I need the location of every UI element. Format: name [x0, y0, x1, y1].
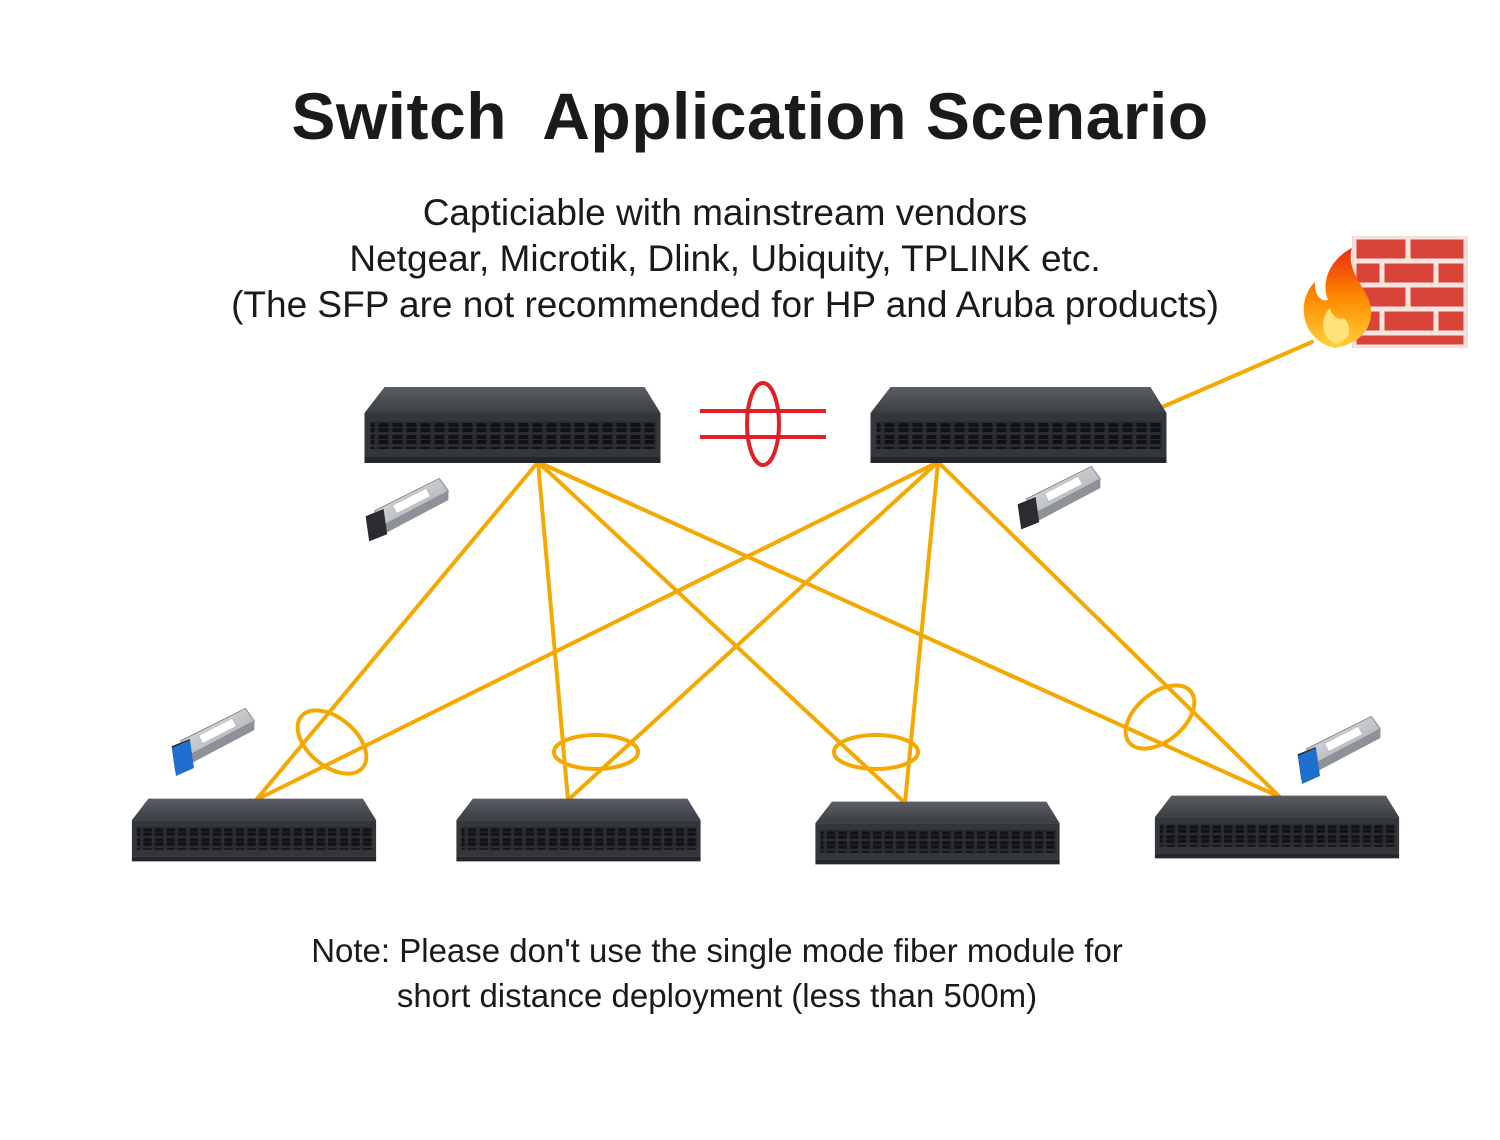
page-title: Switch Application Scenario [291, 79, 1209, 153]
subtitle-line-1: Capticiable with mainstream vendors [422, 192, 1028, 233]
firewall-icon [1303, 236, 1468, 348]
access-switch-3 [815, 801, 1060, 865]
link-core2-access4 [936, 460, 1282, 799]
lag-ring-access4 [1123, 683, 1197, 751]
link-core2-access1 [254, 460, 940, 802]
link-core2-access2 [566, 460, 940, 802]
sfp-transceiver-icon [1297, 715, 1381, 784]
sfp-transceiver-icon [365, 477, 449, 542]
sfp-transceiver-icon [171, 707, 255, 776]
compatibility-text: Capticiable with mainstream vendors Netg… [80, 190, 1370, 328]
core-switch-2 [870, 387, 1167, 463]
subtitle-line-3: (The SFP are not recommended for HP and … [231, 284, 1219, 325]
fiber-links [254, 340, 1314, 805]
access-switch-2 [456, 798, 701, 862]
link-core1-access3 [536, 460, 907, 805]
note-line-1: Note: Please don't use the single mode f… [311, 932, 1123, 969]
core-switch-1 [364, 387, 661, 463]
access-switch-1 [131, 798, 377, 862]
stack-link [700, 381, 826, 467]
link-core2-firewall [1158, 340, 1314, 410]
sfp-transceiver-icon [1017, 465, 1101, 530]
lag-ring-access2 [552, 733, 640, 771]
link-core1-access4 [536, 460, 1282, 799]
subtitle-line-2: Netgear, Microtik, Dlink, Ubiquity, TPLI… [349, 238, 1101, 279]
note-line-2: short distance deployment (less than 500… [396, 977, 1038, 1014]
lag-ring-access1 [295, 708, 369, 776]
stack-ring [745, 381, 781, 467]
access-switch-4 [1154, 795, 1400, 859]
link-aggregation-rings [295, 683, 1197, 776]
lag-ring-access3 [832, 733, 920, 771]
flame-icon [1303, 248, 1372, 348]
link-core2-access3 [903, 460, 940, 805]
note-text: Note: Please don't use the single mode f… [0, 928, 1434, 1018]
